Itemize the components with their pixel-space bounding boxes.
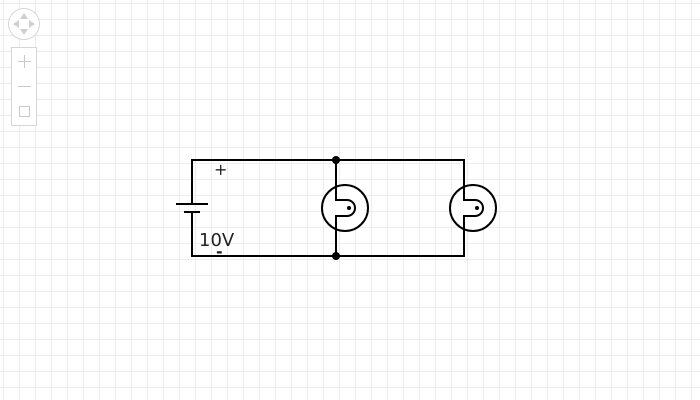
pan-down-icon[interactable]: [20, 29, 28, 35]
pan-right-icon[interactable]: [29, 20, 35, 28]
bulb-1[interactable]: [321, 184, 369, 232]
battery[interactable]: [176, 203, 208, 213]
bulb-2[interactable]: [449, 184, 497, 232]
junction-top[interactable]: [332, 156, 340, 164]
zoom-in-button[interactable]: [12, 49, 36, 73]
zoom-out-button[interactable]: [12, 74, 36, 98]
pan-left-icon[interactable]: [13, 20, 19, 28]
fit-view-icon: [18, 105, 30, 117]
bulb-1-globe: [321, 184, 369, 232]
zoom-panel: [11, 47, 37, 126]
pan-up-icon[interactable]: [20, 13, 28, 19]
fit-view-button[interactable]: [12, 99, 36, 123]
junction-bottom[interactable]: [332, 252, 340, 260]
zoom-out-icon: [17, 85, 31, 87]
negative-terminal-label: -: [216, 242, 223, 261]
voltage-label: 10V: [199, 230, 235, 251]
bulb-2-contact: [475, 206, 479, 210]
pan-control[interactable]: [8, 8, 40, 40]
bulb-1-contact: [347, 206, 351, 210]
positive-terminal-label: +: [214, 160, 227, 179]
zoom-in-icon: [17, 54, 31, 68]
bulb-1-filament: [335, 185, 356, 231]
bulb-2-globe: [449, 184, 497, 232]
bulb-2-filament: [463, 185, 484, 231]
